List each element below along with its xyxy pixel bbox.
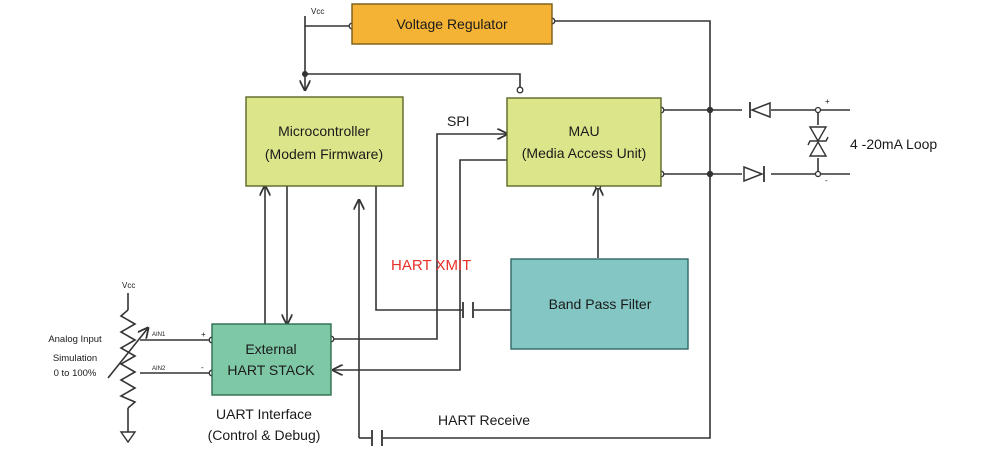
band-pass-filter-block: Band Pass Filter	[510, 258, 689, 350]
hart-stack-block: External HART STACK	[211, 323, 332, 396]
tvs-diode-symbol	[807, 126, 829, 157]
loop-label: 4 -20mA Loop	[850, 136, 937, 152]
ain2-sign-label: -	[201, 363, 204, 372]
vcc-left-label: Vcc	[122, 281, 135, 290]
voltage-regulator-block: Voltage Regulator	[351, 3, 553, 45]
simulation-label: Simulation	[53, 353, 97, 364]
mau-label: MAU	[568, 123, 599, 139]
microcontroller-block: Microcontroller (Modem Firmware)	[245, 96, 404, 187]
media-access-unit-label: (Media Access Unit)	[522, 145, 646, 161]
analog-input-label: Analog Input	[48, 334, 102, 345]
potentiometer-symbol	[107, 309, 148, 409]
uart-interface-label: UART Interface	[216, 406, 312, 422]
ain1-sign-label: +	[201, 330, 206, 339]
band-pass-filter-label: Band Pass Filter	[549, 296, 652, 312]
vcc-top-label: Vcc	[311, 7, 324, 16]
voltage-regulator-label: Voltage Regulator	[396, 16, 508, 32]
ain2-label: AIN2	[152, 366, 166, 372]
microcontroller-label: Microcontroller	[278, 123, 370, 139]
wires	[127, 16, 850, 439]
range-label: 0 to 100%	[54, 368, 97, 379]
loop-plus-label: +	[825, 97, 830, 106]
capacitor-receive-symbol	[371, 430, 383, 446]
loop-minus-label: -	[825, 176, 828, 185]
diode-bottom-symbol	[743, 165, 765, 183]
spi-label: SPI	[447, 113, 470, 129]
hart-xmit-label: HART XMIT	[391, 257, 471, 274]
capacitor-xmit-symbol	[462, 302, 474, 318]
hart-stack-external-label: External	[245, 341, 296, 357]
ain1-label: AIN1	[152, 332, 166, 338]
ground-icon	[119, 431, 137, 444]
uart-control-debug-label: (Control & Debug)	[208, 427, 321, 443]
hart-receive-label: HART Receive	[438, 412, 530, 428]
mau-block: MAU (Media Access Unit)	[506, 97, 662, 187]
modem-firmware-label: (Modem Firmware)	[265, 146, 383, 162]
diode-top-symbol	[749, 101, 771, 119]
hart-stack-label: HART STACK	[227, 362, 315, 378]
